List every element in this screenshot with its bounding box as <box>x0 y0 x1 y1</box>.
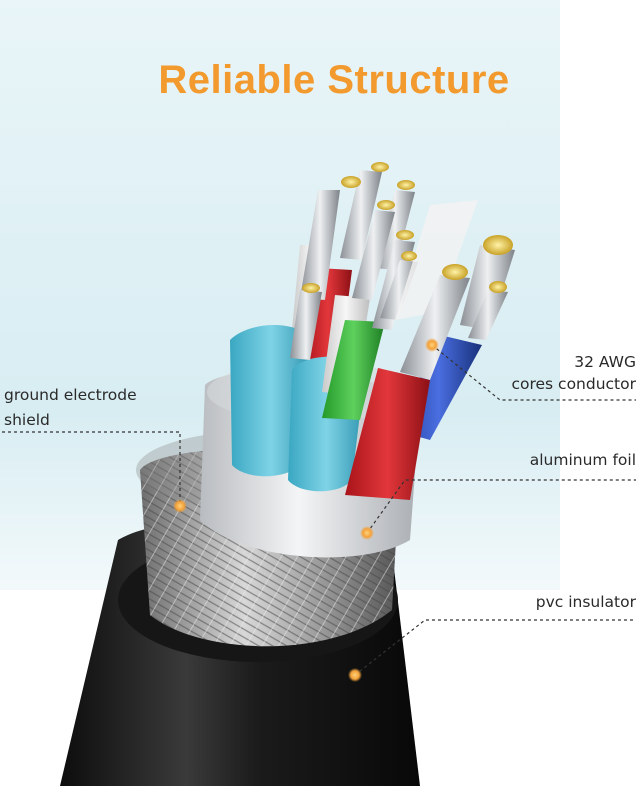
label-32-awg: 32 AWG <box>574 353 636 371</box>
leader-lines <box>2 344 636 676</box>
label-cores-conductor: cores conductor <box>511 375 636 393</box>
marker-pvc-insulator <box>348 668 362 682</box>
marker-aluminum-foil <box>360 526 374 540</box>
leader-pvc-insulator <box>354 619 636 676</box>
page-title: Reliable Structure <box>158 58 510 102</box>
inner-cores <box>230 245 482 500</box>
label-shield: shield <box>4 411 50 429</box>
label-pvc-insulator: pvc insulator <box>535 593 636 611</box>
marker-ground-shield <box>173 499 187 513</box>
marker-awg-cores <box>425 338 439 352</box>
exposed-conductors <box>290 162 515 380</box>
label-ground-electrode: ground electrode <box>4 386 137 404</box>
label-aluminum-foil: aluminum foil <box>529 451 636 469</box>
